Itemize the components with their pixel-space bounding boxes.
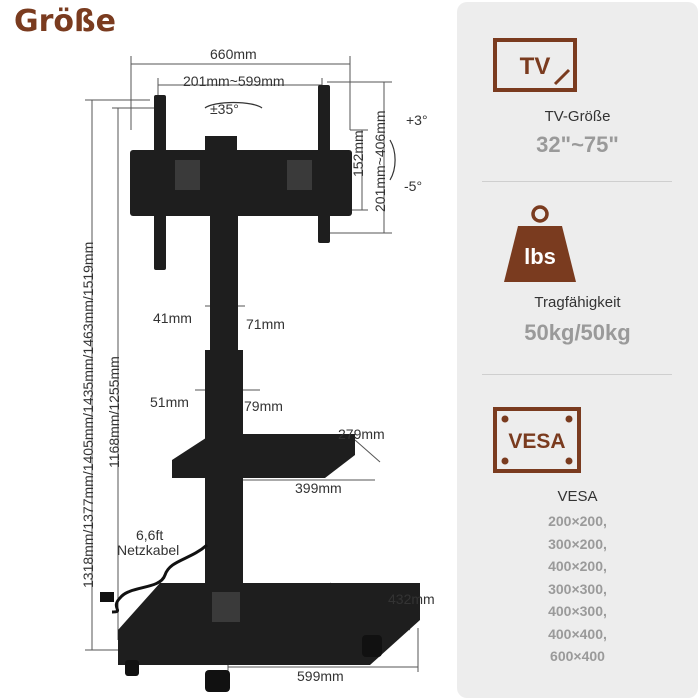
dim-tilt-up: +3° (406, 112, 428, 128)
dim-upper-col-width: 71mm (246, 316, 285, 332)
load-capacity-value: 50kg/50kg (524, 320, 631, 345)
vesa-icon-text: VESA (508, 430, 565, 453)
divider (482, 374, 672, 375)
vesa-icon: VESA (493, 407, 581, 473)
dim-total-height: 1318mm/1377mm/1405mm/1435mm/1463mm/1519m… (80, 241, 96, 588)
dim-shelf-width: 399mm (295, 480, 342, 496)
vesa-value: 600×400 (550, 648, 605, 664)
dim-base-depth: 432mm (388, 591, 435, 607)
weight-icon: lbs (502, 204, 578, 284)
dim-shelf-depth: 279mm (338, 426, 385, 442)
vesa-label: VESA (557, 488, 598, 505)
vesa-value: 200×200, (548, 513, 607, 529)
vesa-value: 400×200, (548, 558, 607, 574)
spec-panel (457, 2, 698, 698)
vesa-value: 300×200, (548, 535, 607, 552)
load-capacity-label: Tragfähigkeit (534, 294, 621, 311)
dim-cable-length: 6,6ft (136, 527, 164, 543)
dim-column-height: 1168mm/1255mm (106, 356, 122, 468)
tv-size-label: TV-Größe (544, 108, 611, 125)
tv-stand-illustration (85, 56, 420, 692)
dim-mount-width: 660mm (210, 46, 257, 62)
dim-vesa-vertical-small: 152mm (350, 130, 366, 177)
dim-base-width: 599mm (297, 668, 344, 684)
dim-vesa-vertical: 201mm~406mm (372, 110, 388, 212)
tv-icon: TV (493, 38, 577, 94)
divider (482, 181, 672, 182)
dim-cable-label: Netzkabel (117, 542, 180, 558)
page-title: Größe (14, 4, 116, 39)
dim-lower-col-width: 79mm (244, 398, 283, 414)
weight-icon-text: lbs (524, 244, 556, 269)
dim-tilt-down: -5° (404, 178, 423, 194)
vesa-values: 200×200, 300×200, 400×200, 300×300, 400×… (457, 510, 698, 668)
vesa-value: 400×300, (548, 603, 607, 619)
dim-upper-col-depth: 41mm (153, 310, 192, 326)
vesa-value: 400×400, (548, 625, 607, 642)
dim-rotation: ±35° (210, 101, 239, 117)
tv-size-value: 32"~75" (536, 132, 619, 157)
vesa-value: 300×300, (548, 580, 607, 597)
dim-vesa-horizontal: 201mm~599mm (183, 73, 285, 89)
dim-lower-col-depth: 51mm (150, 394, 189, 410)
tv-icon-text: TV (520, 53, 551, 80)
